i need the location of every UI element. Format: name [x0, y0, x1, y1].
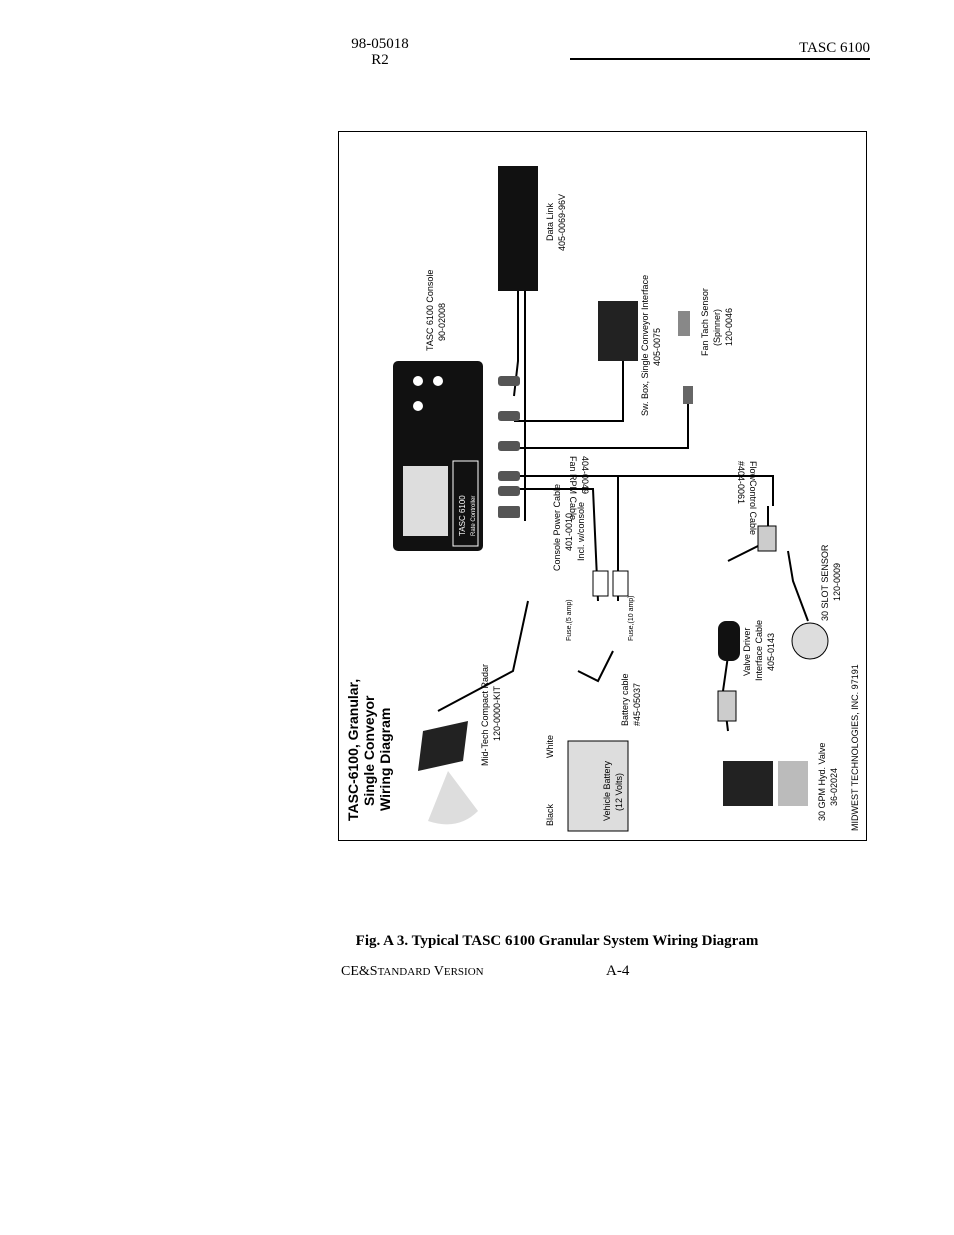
- document-number: 98-05018 R2: [344, 36, 416, 68]
- fuse-10-label: Fuse,(10 amp): [628, 595, 635, 641]
- slot-sensor-label: 30 SLOT SENSOR: [820, 544, 830, 621]
- sw-box-label: Sw. Box, Single Conveyor Interface: [640, 275, 650, 416]
- wire-flow: [514, 475, 774, 506]
- console-face-title: TASC 6100: [458, 495, 467, 536]
- valve-driver-part: 405-0143: [766, 633, 776, 671]
- flow-cable-label: FlowControl Cable: [748, 461, 758, 535]
- battery-unit: [567, 740, 629, 832]
- fuse-10-icon: [612, 570, 629, 597]
- console-part: 90-02008: [437, 303, 447, 341]
- console-unit: [393, 361, 520, 551]
- page-number: A-4: [606, 963, 630, 979]
- footer-v: V: [433, 964, 444, 979]
- footer-amp: &: [358, 964, 370, 979]
- data-link-part: 405-0069-96V: [557, 194, 567, 251]
- fuse-5-label: Fuse,(5 amp): [566, 599, 573, 641]
- fan-sensor-sub: (Spinner): [712, 309, 722, 346]
- valve-driver-sub: Interface Cable: [754, 620, 764, 681]
- power-cable-label: Console Power Cable: [552, 484, 562, 571]
- valve-connector: [717, 690, 737, 722]
- fuse-5-icon: [592, 570, 609, 597]
- console-label: TASC 6100 Console: [425, 270, 435, 351]
- title-line-1: TASC-6100, Granular,: [345, 679, 361, 821]
- power-cable-part: 401-0010: [564, 513, 574, 551]
- title-line-2: Single Conveyor: [361, 695, 377, 806]
- wire-slot: [787, 550, 809, 622]
- slot-sensor-icon: [791, 622, 829, 660]
- slot-sensor-part: 120-0009: [832, 563, 842, 601]
- wire-fan: [514, 391, 689, 449]
- battery-cable-part: #45-05037: [632, 683, 642, 726]
- wiring-diagram: TASC-6100, Granular, Single Conveyor Wir…: [345, 166, 860, 832]
- figure-caption: Fig. A 3. Typical TASC 6100 Granular Sys…: [355, 933, 759, 949]
- fan-sensor-label: Fan Tach Sensor: [700, 288, 710, 356]
- fan-cable-label: Fan RPM Cable: [568, 456, 578, 520]
- data-link-unit: [498, 166, 538, 291]
- hyd-valve-unit: [723, 761, 773, 806]
- fan-sensor-icon: [678, 311, 690, 336]
- fan-sensor-connector: [683, 386, 693, 404]
- manufacturer-label: MIDWEST TECHNOLOGIES, INC. 97191: [850, 664, 860, 831]
- flow-connector: [757, 525, 777, 552]
- battery-label: Vehicle Battery: [602, 760, 612, 821]
- black-label: Black: [545, 803, 555, 826]
- radar-label: Mid-Tech Compact Radar: [480, 664, 490, 766]
- radar-part: 120-0000-KIT: [492, 685, 502, 741]
- header-rule: [570, 58, 870, 60]
- doc-revision: R2: [371, 52, 389, 68]
- valve-driver-label: Valve Driver: [742, 628, 752, 676]
- fan-sensor-part: 120-0046: [724, 308, 734, 346]
- valve-driver-body: [718, 621, 740, 661]
- battery-volts: (12 Volts): [614, 773, 624, 811]
- switch-box-unit: [598, 301, 638, 361]
- footer-version: CE&STANDARD VERSION: [341, 964, 484, 980]
- product-name: TASC 6100: [799, 40, 870, 56]
- hyd-valve-plate: [778, 761, 808, 806]
- wire-swbox: [514, 361, 624, 422]
- white-label: White: [545, 735, 555, 758]
- radar-beam: [428, 771, 478, 825]
- footer-s: S: [369, 964, 378, 979]
- title-line-3: Wiring Diagram: [377, 708, 393, 811]
- footer-ce: CE: [341, 964, 359, 979]
- flow-cable-part: #404-0061: [736, 461, 746, 504]
- hyd-valve-part: 36-02024: [829, 768, 839, 806]
- hyd-valve-label: 30 GPM Hyd. Valve: [817, 743, 827, 821]
- power-cable-note: Incl. w/console: [576, 502, 586, 561]
- fan-cable-part: 404-0049: [580, 456, 590, 494]
- footer-tandard: TANDARD: [377, 966, 431, 978]
- wire-radar-2: [437, 600, 529, 712]
- sw-box-part: 405-0075: [652, 328, 662, 366]
- wire-power: [514, 488, 599, 602]
- battery-cable-label: Battery cable: [620, 673, 630, 726]
- console-face-sub: Rate Controller: [471, 496, 477, 536]
- wire-battery: [577, 650, 614, 683]
- radar-unit: [418, 721, 468, 771]
- data-link-label: Data Link: [545, 202, 555, 241]
- doc-number: 98-05018: [351, 36, 409, 52]
- footer-ersion: ERSION: [443, 966, 484, 978]
- diagram-frame: [338, 131, 867, 841]
